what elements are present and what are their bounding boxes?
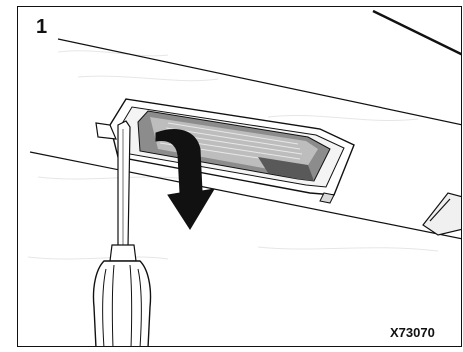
- screwdriver-shaft: [118, 121, 130, 247]
- figure-code: X73070: [390, 326, 435, 339]
- step-number: 1: [36, 17, 47, 37]
- interior-lamp: [96, 99, 354, 203]
- adjacent-lamp: [423, 193, 462, 235]
- figure-frame: 1 X73070: [17, 6, 462, 347]
- screwdriver-ferrule: [110, 245, 136, 261]
- illustration: [18, 7, 462, 347]
- screwdriver-handle: [93, 261, 150, 347]
